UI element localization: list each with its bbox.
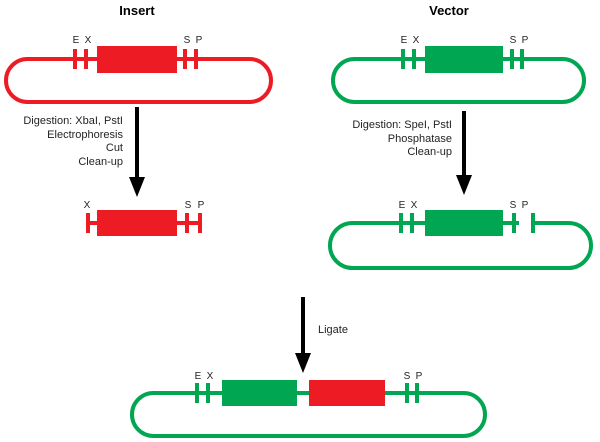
- cut-vector-site-label-x: X: [410, 200, 418, 211]
- insert-process-steps: Digestion: XbaI, PstI Electrophoresis Cu…: [23, 115, 123, 169]
- product-plasmid-backbone: [130, 391, 487, 438]
- insert-site-label-x: X: [84, 35, 92, 46]
- ligate-label: Ligate: [318, 324, 348, 336]
- cut-vector-site-tick-e: [399, 213, 403, 233]
- cut-vector-site-tick-p: [531, 213, 535, 233]
- vector-title: Vector: [429, 3, 469, 18]
- fragment-site-label-x: X: [83, 200, 91, 211]
- product-site-label-s: S: [403, 371, 411, 382]
- fragment-end-tick-p: [198, 213, 202, 233]
- vector-site-tick-e: [401, 49, 405, 69]
- product-site-label-p: P: [415, 371, 423, 382]
- insert-step-line: Clean-up: [78, 155, 123, 168]
- cut-vector-site-label-p: P: [521, 200, 529, 211]
- insert-site-tick-e: [73, 49, 77, 69]
- vector-site-label-e: E: [400, 35, 408, 46]
- fragment-gene-block: [97, 210, 177, 236]
- insert-step-line: Cut: [105, 142, 123, 154]
- cut-site-gap: [519, 219, 531, 228]
- cut-vector-gene-block: [425, 210, 503, 236]
- insert-site-tick-p: [194, 49, 198, 69]
- vector-site-label-p: P: [521, 35, 529, 46]
- product-insert-gene-block: [309, 380, 385, 406]
- vector-site-label-x: X: [412, 35, 420, 46]
- insert-site-label-e: E: [72, 35, 80, 46]
- ligate-arrow-head: [295, 353, 311, 373]
- cut-vector-site-tick-x: [410, 213, 414, 233]
- vector-gene-block: [425, 46, 503, 73]
- insert-step-line: Digestion: XbaI, PstI: [23, 115, 123, 127]
- product-site-tick-e: [195, 383, 199, 403]
- product-site-tick-x: [206, 383, 210, 403]
- fragment-end-tick-x: [86, 213, 90, 233]
- vector-site-tick-p: [520, 49, 524, 69]
- vector-process-arrow-line: [462, 111, 466, 177]
- insert-site-tick-x: [84, 49, 88, 69]
- vector-step-line: Phosphatase: [387, 132, 452, 145]
- vector-process-steps: Digestion: SpeI, PstI Phosphatase Clean-…: [352, 119, 452, 160]
- cut-vector-site-label-s: S: [509, 200, 517, 211]
- fragment-site-label-p: P: [197, 200, 205, 211]
- vector-site-tick-s: [510, 49, 514, 69]
- cut-vector-site-tick-s: [512, 213, 516, 233]
- vector-site-label-s: S: [509, 35, 517, 46]
- vector-process-arrow-head: [456, 175, 472, 195]
- insert-gene-block: [97, 46, 177, 73]
- insert-step-line: Electrophoresis: [47, 128, 123, 141]
- vector-step-line: Digestion: SpeI, PstI: [352, 119, 452, 131]
- insert-process-arrow-line: [135, 107, 139, 179]
- product-site-label-x: X: [206, 371, 214, 382]
- insert-site-label-s: S: [183, 35, 191, 46]
- cut-vector-site-label-e: E: [398, 200, 406, 211]
- insert-title: Insert: [119, 3, 155, 18]
- product-vector-gene-block: [222, 380, 297, 406]
- fragment-site-tick-s: [185, 213, 189, 233]
- insert-process-arrow-head: [129, 177, 145, 197]
- fragment-site-label-s: S: [184, 200, 192, 211]
- product-site-tick-s: [405, 383, 409, 403]
- product-site-label-e: E: [194, 371, 202, 382]
- ligate-arrow-line: [301, 297, 305, 355]
- vector-site-tick-x: [412, 49, 416, 69]
- insert-site-tick-s: [183, 49, 187, 69]
- vector-step-line: Clean-up: [407, 146, 452, 158]
- product-site-tick-p: [415, 383, 419, 403]
- insert-site-label-p: P: [195, 35, 203, 46]
